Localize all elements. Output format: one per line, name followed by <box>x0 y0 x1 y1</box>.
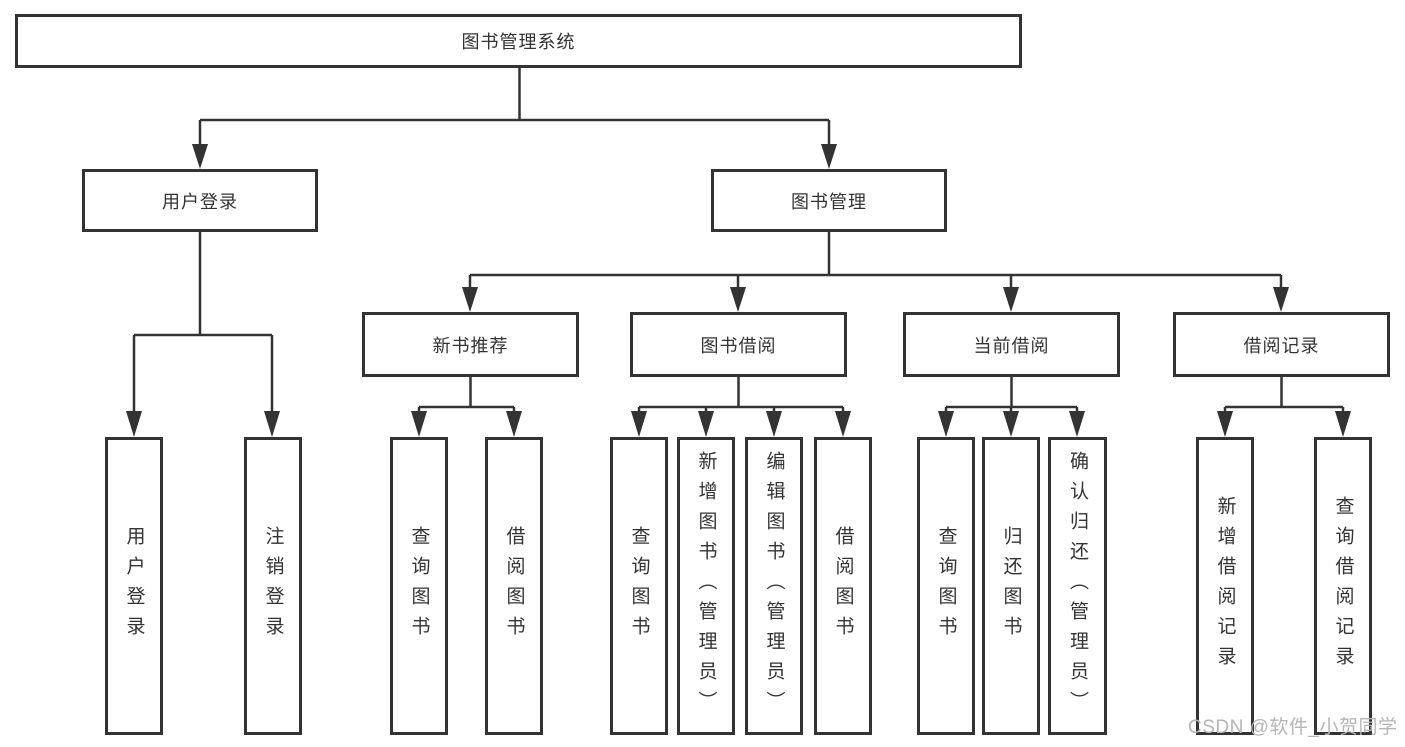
leaf-edit-book-admin: 编辑图书（管理员） <box>745 437 803 735</box>
edge-module1-branch <box>637 377 845 413</box>
leaf-add-book-admin: 新增图书（管理员） <box>677 437 735 735</box>
arrowhead <box>1069 411 1085 437</box>
leaf-borrow-books-borrowing: 借阅图书 <box>814 437 872 735</box>
node-current-borrowing: 当前借阅 <box>903 312 1120 377</box>
leaf-add-borrow-record: 新增借阅记录 <box>1196 437 1254 735</box>
arrowhead <box>192 144 208 169</box>
node-book-borrowing: 图书借阅 <box>630 312 847 377</box>
node-borrow-records: 借阅记录 <box>1173 312 1390 377</box>
node-book-management: 图书管理 <box>711 169 947 232</box>
arrowhead <box>1335 411 1351 437</box>
arrowhead <box>821 144 837 169</box>
leaf-logout: 注销登录 <box>244 437 302 735</box>
leaf-query-books-recommend: 查询图书 <box>390 437 448 735</box>
arrowhead <box>1217 411 1233 437</box>
edge-management-branch <box>468 232 1283 289</box>
node-user-login: 用户登录 <box>82 169 318 232</box>
leaf-borrow-books-recommend: 借阅图书 <box>485 437 543 735</box>
leaf-query-books-current: 查询图书 <box>917 437 975 735</box>
arrowhead <box>938 411 954 437</box>
arrowhead <box>1003 411 1019 437</box>
arrowhead <box>631 411 647 437</box>
arrowhead <box>411 411 427 437</box>
arrowhead <box>1003 287 1019 312</box>
leaf-return-book: 归还图书 <box>982 437 1040 735</box>
edge-module2-branch <box>944 377 1079 413</box>
leaf-query-books-borrowing: 查询图书 <box>610 437 668 735</box>
node-new-book-recommendation: 新书推荐 <box>362 312 579 377</box>
arrowhead <box>698 411 714 437</box>
edge-module0-branch <box>417 377 516 413</box>
arrowhead <box>730 287 746 312</box>
csdn-watermark: CSDN @软件_小贺同学 <box>1188 717 1398 738</box>
edge-root-branch <box>198 68 831 146</box>
arrowhead <box>1273 287 1289 312</box>
arrowhead <box>506 411 522 437</box>
arrowhead <box>835 411 851 437</box>
node-root-system: 图书管理系统 <box>15 14 1022 68</box>
edge-module3-branch <box>1223 377 1345 413</box>
edge-login-branch <box>132 232 274 413</box>
leaf-query-borrow-record: 查询借阅记录 <box>1314 437 1372 735</box>
arrowhead <box>264 411 280 437</box>
leaf-confirm-return-admin: 确认归还（管理员） <box>1048 437 1107 735</box>
arrowhead <box>462 287 478 312</box>
arrowhead <box>766 411 782 437</box>
leaf-user-login: 用户登录 <box>105 437 163 735</box>
arrowhead <box>126 411 142 437</box>
